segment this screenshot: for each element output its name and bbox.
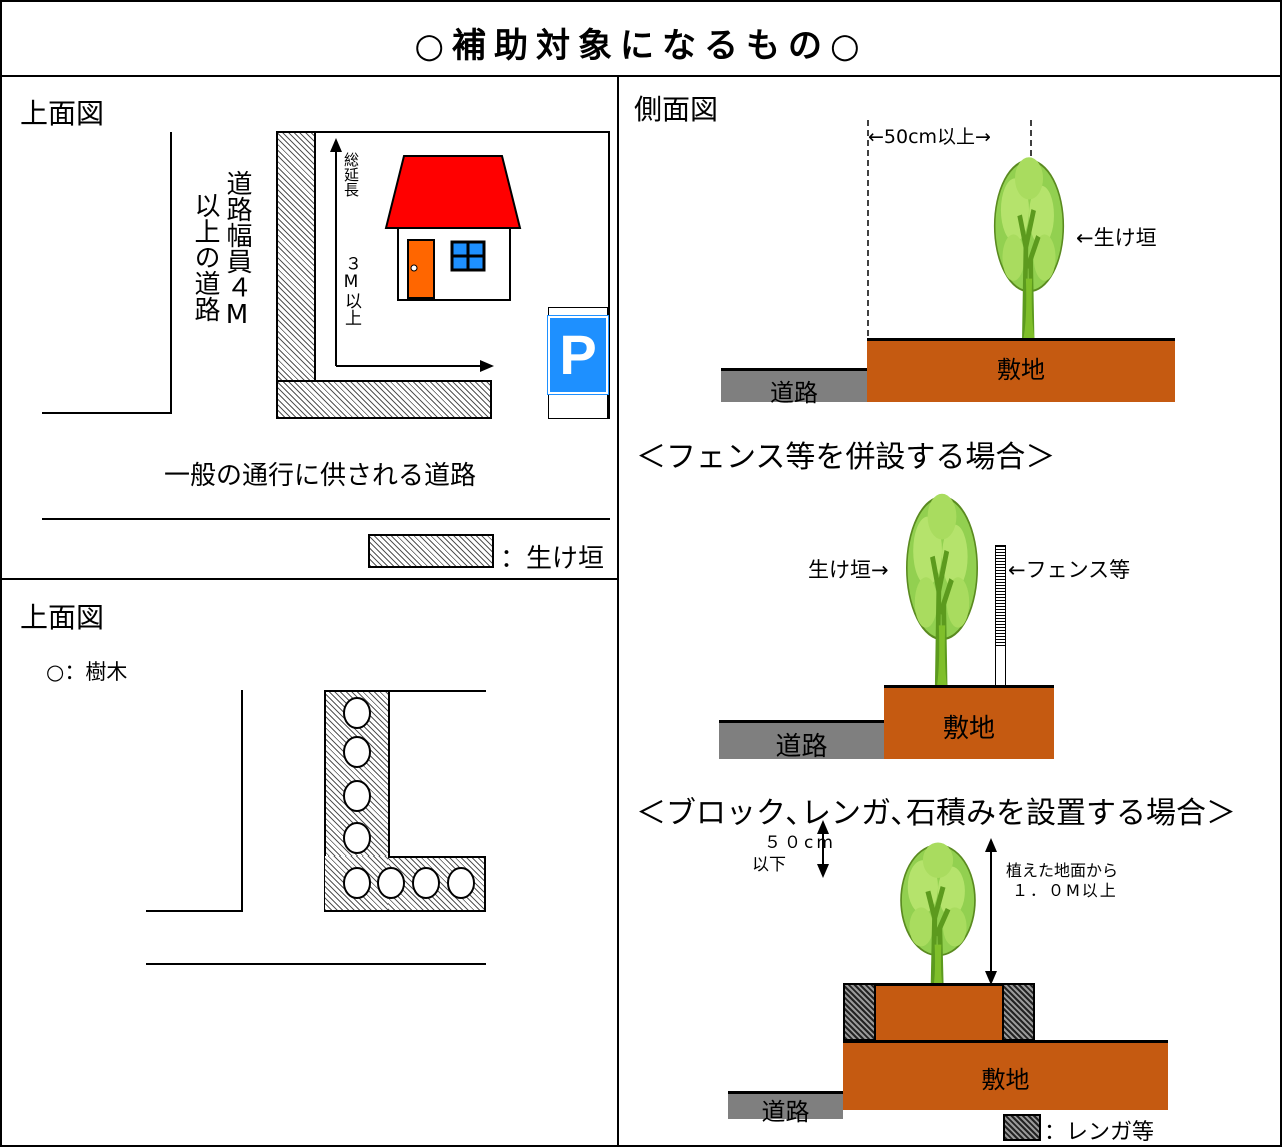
height-arrows	[817, 820, 997, 985]
title-divider	[0, 75, 1282, 77]
column-divider	[617, 75, 619, 1147]
top-view-heading-1: 上面図	[20, 97, 105, 130]
fence-post	[995, 545, 1006, 687]
hedge-legend-label: ：生け垣	[500, 544, 605, 574]
block-case-heading: ＜ブロック､レンガ､石積みを設置する場合＞	[636, 796, 1236, 831]
page-title: ○補助対象になるもの○	[414, 26, 868, 66]
side-road	[721, 368, 867, 402]
length-label: 総延長	[342, 152, 360, 197]
hedge-vertical	[276, 131, 316, 419]
tree-circle	[343, 867, 371, 899]
tree-circle	[343, 822, 371, 854]
road-edge-bottom	[42, 518, 610, 520]
property2-line-top	[388, 690, 486, 692]
block-raised-bed	[876, 983, 1002, 1041]
road-width-label-1: 道路幅員４M	[222, 170, 252, 330]
brick-legend-label: ：レンガ等	[1044, 1120, 1155, 1145]
side-lot	[867, 338, 1175, 402]
side-road-label: 道路	[770, 379, 818, 407]
tree-circle	[343, 780, 371, 812]
hedge-horizontal	[276, 380, 492, 419]
setback-distance: ←50cm以上→	[868, 126, 991, 148]
left-row-divider	[0, 578, 618, 580]
house-icon	[384, 155, 522, 301]
road-edge-horizontal	[42, 412, 172, 414]
tree-circle	[343, 697, 371, 729]
tree-circle	[447, 867, 475, 899]
public-road-label: 一般の通行に供される道路	[164, 461, 477, 491]
block-lot-label: 敷地	[981, 1066, 1030, 1094]
road-edge-vertical	[170, 132, 172, 414]
fence-road-label: 道路	[775, 732, 828, 762]
length-value: ３M以上	[341, 255, 361, 326]
fence-hedge-label: 生け垣→	[808, 558, 889, 582]
tree-circle	[343, 736, 371, 768]
hedge-tree-icon	[990, 152, 1068, 342]
block-lot	[843, 1040, 1168, 1110]
road2-edge-vertical	[241, 690, 243, 912]
road2-edge-bottom	[146, 963, 486, 965]
fence-post-hatch	[996, 546, 1005, 646]
fence-road	[719, 720, 884, 759]
fence-case-heading: ＜フェンス等を併設する場合＞	[636, 440, 1056, 475]
property-line-right	[608, 131, 610, 419]
side-lot-label: 敷地	[997, 356, 1045, 384]
brick-wall-left	[843, 983, 876, 1041]
height-label-2: １．０M以上	[1012, 881, 1118, 900]
fence-lot-label: 敷地	[942, 714, 995, 744]
fence-lot	[884, 685, 1054, 759]
brick-wall-right	[1002, 983, 1035, 1041]
parking-letter: P	[559, 323, 597, 386]
wall-height-label-1: ５０cm	[764, 833, 836, 853]
tree-legend: ○：樹木	[46, 660, 128, 684]
height-label-1: 植えた地面から	[1006, 861, 1119, 880]
side-hedge-label: ←生け垣	[1076, 226, 1157, 250]
side-view-heading: 側面図	[634, 93, 719, 126]
road2-edge-horizontal	[146, 910, 243, 912]
fence-tree-icon	[902, 488, 982, 694]
brick-legend-swatch	[1003, 1114, 1041, 1141]
tree-circles	[343, 697, 475, 899]
road-width-label-2: 以上の道路	[190, 192, 220, 322]
length-arrows	[330, 138, 494, 372]
parking-icon: P	[547, 315, 609, 395]
property-line-top	[276, 131, 610, 133]
wall-height-label-2: 以下	[752, 855, 786, 875]
block-tree-icon	[896, 838, 980, 998]
fence-label: ←フェンス等	[1008, 558, 1131, 582]
tree-circle	[377, 867, 405, 899]
tree-circle	[412, 867, 440, 899]
hedge-legend-swatch	[368, 534, 494, 568]
block-road-label: 道路	[761, 1098, 810, 1126]
top-view-heading-2: 上面図	[20, 601, 105, 634]
block-road	[728, 1091, 843, 1119]
